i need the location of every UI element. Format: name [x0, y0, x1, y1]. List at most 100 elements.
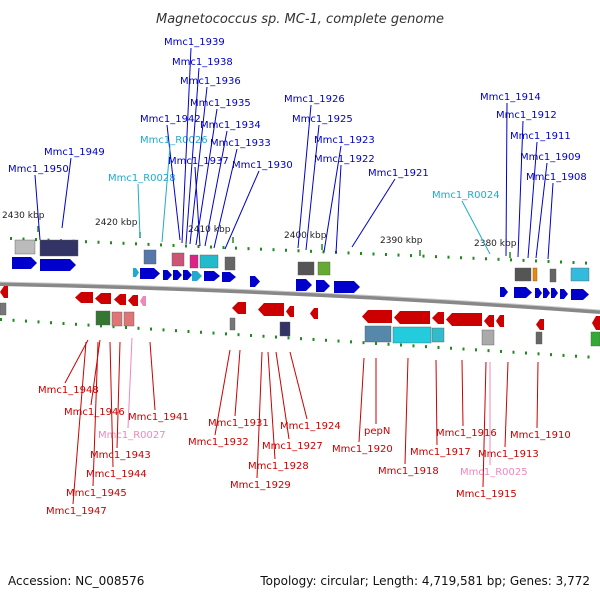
feature-box: [364, 325, 392, 343]
gene-arrow-forward: [12, 257, 37, 269]
gene-label-bottom: Mmc1_1927: [262, 441, 323, 452]
feature-box: [39, 239, 79, 257]
minor-tick-bottom: [12, 318, 15, 322]
gene-arrow-forward: [133, 268, 139, 277]
minor-tick-bottom: [175, 329, 177, 333]
minor-tick-top: [97, 240, 100, 244]
gene-label-top: Mmc1_1911: [510, 131, 571, 142]
gene-label-bottom: Mmc1_1916: [436, 428, 497, 439]
minor-tick-top: [285, 248, 287, 252]
kbp-tick-label: 2390 kbp: [380, 236, 423, 246]
gene-arrow-reverse: [95, 293, 111, 304]
gene-arrow-reverse: [310, 308, 318, 319]
gene-label-bottom: Mmc1_1946: [64, 407, 125, 418]
gene-arrow-reverse: [362, 310, 392, 323]
leader-line: [92, 341, 99, 487]
gene-arrow-reverse: [496, 315, 504, 327]
gene-arrow-reverse: [394, 311, 430, 324]
leader-line: [527, 141, 538, 259]
gene-label-top: Mmc1_1912: [496, 110, 557, 121]
minor-tick-bottom: [337, 339, 340, 343]
feature-box: [535, 331, 543, 345]
minor-tick-top: [522, 258, 525, 262]
minor-tick-bottom: [400, 343, 402, 347]
map-title: Magnetococcus sp. MC-1, complete genome: [156, 12, 444, 27]
gene-arrow-reverse: [114, 294, 126, 305]
gene-arrow-reverse: [232, 302, 246, 314]
leader-line: [72, 341, 87, 505]
gene-label-top: Mmc1_1923: [314, 135, 375, 146]
minor-tick-bottom: [525, 351, 527, 355]
minor-tick-top: [35, 238, 37, 242]
gene-arrow-reverse: [140, 296, 146, 306]
gene-label-bottom: Mmc1_1944: [86, 469, 147, 480]
feature-box: [532, 267, 538, 282]
gene-label-bottom: Mmc1_1948: [38, 385, 99, 396]
leader-line: [61, 157, 72, 229]
gene-label-top: Mmc1_1939: [164, 37, 225, 48]
gene-label-bottom: Mmc1_1947: [46, 506, 107, 517]
minor-tick-bottom: [75, 322, 77, 326]
minor-tick-bottom: [237, 333, 240, 337]
minor-tick-bottom: [300, 337, 302, 341]
minor-tick-bottom: [537, 352, 540, 356]
gene-label-top: Mmc1_1936: [180, 76, 241, 87]
minor-tick-top: [172, 243, 175, 247]
gene-arrow-reverse: [592, 316, 600, 330]
minor-tick-top: [235, 246, 237, 250]
minor-tick-bottom: [62, 321, 65, 325]
minor-tick-top: [372, 252, 375, 256]
gene-arrow-reverse: [128, 295, 138, 306]
minor-tick-bottom: [462, 347, 465, 351]
leader-line: [64, 339, 89, 384]
leader-line: [535, 162, 548, 259]
minor-tick-bottom: [500, 349, 502, 353]
gene-arrow-forward: [296, 279, 312, 291]
gene-label-top: Mmc1_R0026: [140, 135, 208, 146]
gene-label-top: Mmc1_1949: [44, 147, 105, 158]
minor-tick-bottom: [187, 329, 190, 333]
feature-box: [0, 302, 7, 316]
gene-arrow-forward: [204, 271, 220, 281]
gene-arrow-forward: [316, 280, 330, 292]
feature-box: [317, 261, 331, 276]
minor-tick-bottom: [50, 321, 52, 325]
leader-line: [185, 67, 200, 245]
minor-tick-bottom: [512, 350, 515, 354]
feature-box: [514, 267, 532, 282]
minor-tick-top: [147, 242, 150, 246]
leader-line: [517, 120, 524, 258]
gene-arrow-forward: [334, 281, 360, 293]
minor-tick-bottom: [200, 330, 202, 334]
feature-box: [297, 261, 315, 276]
feature-box: [481, 329, 495, 346]
genome-backbone: [0, 282, 600, 314]
leader-line: [289, 351, 308, 420]
leader-line: [256, 351, 263, 479]
leader-line: [127, 337, 133, 429]
leader-line: [267, 351, 276, 460]
feature-box: [14, 239, 36, 255]
gene-label-bottom: Mmc1_1918: [378, 466, 439, 477]
leader-line: [351, 178, 396, 248]
feature-box: [143, 249, 157, 265]
minor-tick-top: [447, 255, 450, 259]
leader-line: [335, 164, 342, 254]
gene-arrow-forward: [222, 272, 236, 282]
minor-tick-bottom: [0, 318, 2, 321]
gene-label-bottom: pepN: [364, 426, 390, 437]
gene-label-top: Mmc1_1908: [526, 172, 587, 183]
gene-label-bottom: Mmc1_1931: [208, 418, 269, 429]
minor-tick-top: [422, 254, 425, 258]
gene-label-top: Mmc1_1930: [232, 160, 293, 171]
leader-line: [166, 124, 181, 241]
leader-line: [109, 341, 114, 468]
minor-tick-top: [560, 260, 562, 264]
kbp-tick-label: 2400 kbp: [284, 231, 327, 241]
gene-arrow-forward: [560, 289, 568, 299]
gene-label-bottom: Mmc1_1924: [280, 421, 341, 432]
feature-box: [549, 268, 557, 283]
leader-line: [34, 174, 41, 241]
minor-tick-top: [510, 258, 512, 262]
